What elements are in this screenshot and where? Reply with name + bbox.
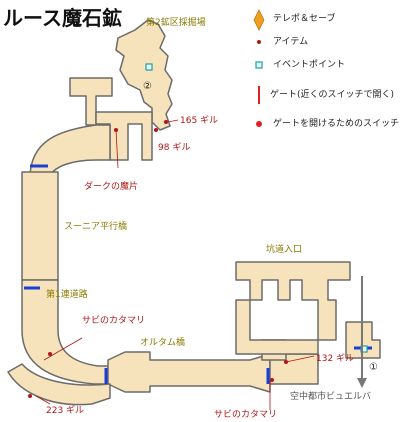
item-dot [270,378,274,382]
item-label-dark-shard: ダークの魔片 [84,182,139,192]
area-label-parallel-bridge: スーニア平行橋 [64,222,128,232]
page-title: ルース魔石鉱 [3,6,122,30]
item-dot [114,128,118,132]
item-label-rust-1: サビのカタマリ [82,316,146,326]
leader-line [35,395,51,405]
leader-line [285,355,315,363]
area-label-road-1: 第1連道路 [46,290,88,300]
item-label-223-gil: 223 ギル [46,406,85,416]
item-dots [28,120,288,398]
pit-entrance [235,261,351,341]
exit-arrow-icon [357,276,367,388]
area-label-oltam-bridge: オルタム橋 [140,338,186,348]
item-label-132-gil: 132 ギル [316,354,355,364]
legend-item-label: アイテム [273,37,309,47]
leader-line [115,129,119,169]
lower-left-lobe [7,363,111,406]
quarry-area [115,19,173,131]
legend-gate-label: ゲート(近くのスイッチで開く) [270,90,395,100]
legend-item-dot-icon [257,40,261,44]
oltam-bridge [107,351,271,393]
left-curve [29,124,111,181]
legend-save-label: テレポ＆セーブ [273,14,336,24]
item-dot [28,394,32,398]
area-label-quarry: 第2鉱区採掘場 [146,18,206,28]
item-dot [154,128,158,132]
parallel-bridge [21,171,59,281]
legend-switch-label: ゲートを開けるためのスイッチ [273,119,400,129]
marker-1-icon: ① [369,362,378,373]
legend-event-label: イベントポイント [273,60,346,70]
item-dot [284,360,288,364]
leader-line [167,119,179,123]
legend-switch-icon [256,121,262,127]
item-label-98-gil: 98 ギル [158,143,191,153]
save-crystal-icon [253,9,265,31]
marker-2-icon: ② [143,81,152,92]
item-label-rust-2: サビのカタマリ [214,410,278,420]
area-label-city: 空中都市ビュエルバ [290,392,372,402]
area-label-pit-entrance: 坑道入口 [266,245,303,255]
event-point-icon [145,63,153,71]
leader-lines [35,119,315,410]
item-dot [48,352,52,356]
pit-connector [235,299,319,355]
legend-event-icon [255,61,263,69]
leader-line [43,337,83,361]
item-dot [164,120,168,124]
legend-icons [253,9,265,127]
item-label-165-gil: 165 ギル [180,116,219,126]
